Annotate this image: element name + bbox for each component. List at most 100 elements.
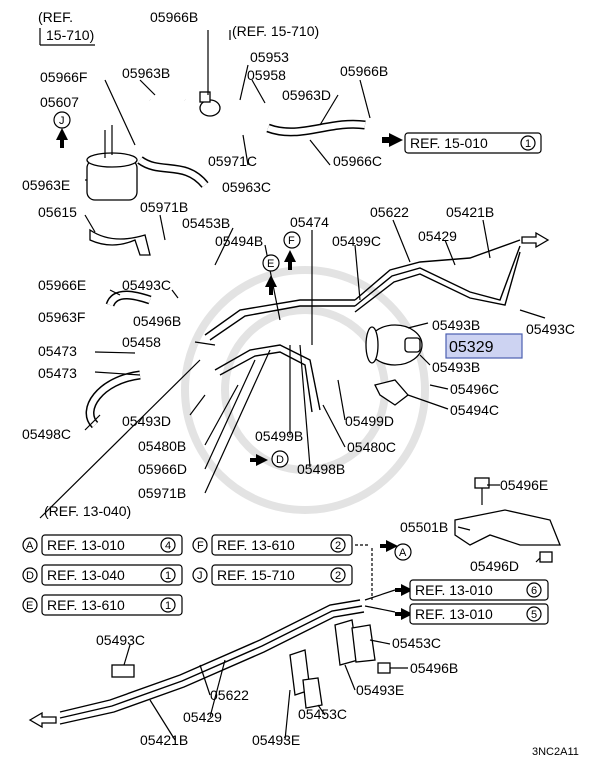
ref-legend-A[interactable]: A REF. 13-010 4 (22, 534, 183, 556)
svg-text:REF. 13-010: REF. 13-010 (415, 582, 493, 598)
part-label: 05953 (250, 49, 289, 65)
part-label: 05473 (38, 343, 77, 359)
part-label: 05499C (332, 233, 381, 249)
svg-text:6: 6 (531, 585, 537, 597)
marker-E-icon: E (262, 254, 280, 272)
ref-label: (REF. (38, 9, 73, 25)
part-label: 05963F (38, 309, 85, 325)
part-label-highlighted: 05329 (449, 339, 494, 356)
bracket-05501B (454, 509, 561, 546)
upper-assembly (85, 85, 561, 563)
ref-box-15-010[interactable]: REF. 15-010 1 (404, 132, 542, 154)
part-label: 05963C (222, 179, 271, 195)
marker-A-icon: A (394, 543, 412, 561)
arrow-icons (56, 128, 413, 620)
part-label: 05493D (122, 413, 171, 429)
arrow-up-filled-icon (56, 128, 68, 148)
ref-label: (REF. 15-710) (232, 23, 319, 39)
part-label: 05971C (208, 153, 257, 169)
svg-text:1: 1 (165, 570, 171, 582)
part-label: 05499D (345, 413, 394, 429)
part-label: 05421B (140, 732, 188, 748)
part-label: 05622 (370, 204, 409, 220)
part-label: 05496B (410, 660, 458, 676)
ref-legend: A REF. 13-010 4 F REF. 13-610 2 D REF. 1… (22, 534, 353, 616)
part-label: 05493E (252, 732, 300, 748)
arrow-right-filled-icon (382, 133, 403, 147)
svg-text:REF. 13-610: REF. 13-610 (217, 537, 295, 553)
svg-text:5: 5 (531, 609, 537, 621)
part-labels: (REF. 15-710) 05966B (REF. 15-710) 05953… (22, 9, 579, 758)
part-label: 05963D (282, 87, 331, 103)
diagram-code: 3NC2A11 (532, 746, 579, 758)
lower-fuel-lines (28, 231, 550, 741)
part-label: 05966E (38, 277, 86, 293)
svg-text:2: 2 (335, 570, 341, 582)
part-label: 05499B (255, 428, 303, 444)
ref-legend-J[interactable]: J REF. 15-710 2 (192, 564, 353, 586)
part-label: 05615 (38, 204, 77, 220)
part-label: 05496E (500, 477, 548, 493)
ref-legend-F[interactable]: F REF. 13-610 2 (192, 534, 353, 556)
part-label: 05493C (122, 277, 171, 293)
ref-box-13-010-6[interactable]: REF. 13-010 6 (409, 579, 549, 601)
part-label: 05622 (210, 687, 249, 703)
clamp-05493C-bottom (111, 664, 135, 678)
marker-D-icon: D (271, 450, 289, 468)
marker-J-icon: J (53, 111, 71, 129)
part-label: 05493E (356, 682, 404, 698)
ref-legend-E[interactable]: E REF. 13-610 1 (22, 594, 183, 616)
ref-box-13-010-5[interactable]: REF. 13-010 5 (409, 603, 549, 625)
part-label: 05963E (22, 177, 70, 193)
ref-label: 15-710) (46, 27, 94, 43)
part-label: 05971B (140, 199, 188, 215)
svg-text:1: 1 (165, 600, 171, 612)
fuel-filter-05329 (365, 324, 423, 366)
arrow-right-filled-icon (380, 540, 398, 552)
svg-text:REF. 13-610: REF. 13-610 (47, 597, 125, 613)
part-label: 05496B (133, 313, 181, 329)
part-label: 05498C (22, 426, 71, 442)
svg-text:F: F (288, 235, 295, 247)
part-label: 05429 (418, 228, 457, 244)
ref-legend-D[interactable]: D REF. 13-040 1 (22, 564, 183, 586)
part-label: 05498B (297, 461, 345, 477)
part-label: 05473 (38, 365, 77, 381)
part-label: 05501B (400, 519, 448, 535)
part-label: 05493C (96, 632, 145, 648)
part-label: 05971B (138, 485, 186, 501)
part-label: 05493B (432, 359, 480, 375)
svg-text:E: E (26, 600, 33, 612)
svg-text:REF. 15-710: REF. 15-710 (217, 567, 295, 583)
bracket-05615 (89, 228, 151, 256)
arrow-right-filled-icon (250, 454, 268, 466)
arrow-right-filled-icon (395, 608, 413, 620)
svg-text:4: 4 (165, 540, 171, 552)
part-label: 05966F (40, 69, 87, 85)
arrow-up-filled-icon (284, 250, 296, 270)
svg-text:J: J (197, 570, 203, 582)
part-label: 05480B (138, 438, 186, 454)
svg-text:1: 1 (525, 138, 531, 150)
part-label: 05966B (150, 9, 198, 25)
part-label: 05496D (470, 558, 519, 574)
highlight-05329 (445, 333, 523, 359)
arrow-up-filled-icon (265, 275, 277, 295)
part-label: 05493C (526, 321, 575, 337)
part-label: 05963B (122, 65, 170, 81)
svg-text:2: 2 (335, 540, 341, 552)
part-label: 05421B (446, 204, 494, 220)
part-label: 05453B (182, 215, 230, 231)
part-label: 05958 (247, 67, 286, 83)
part-label: 05494C (450, 402, 499, 418)
part-label: 05493B (432, 317, 480, 333)
bolt-05496B-bottom (377, 662, 391, 674)
bolt-05496D (539, 551, 553, 563)
part-label: 05966D (138, 461, 187, 477)
bolt-05496E (474, 477, 490, 489)
arrow-left-outline-icon (28, 711, 57, 729)
svg-text:REF. 15-010: REF. 15-010 (410, 135, 488, 151)
part-label: 05453C (392, 635, 441, 651)
